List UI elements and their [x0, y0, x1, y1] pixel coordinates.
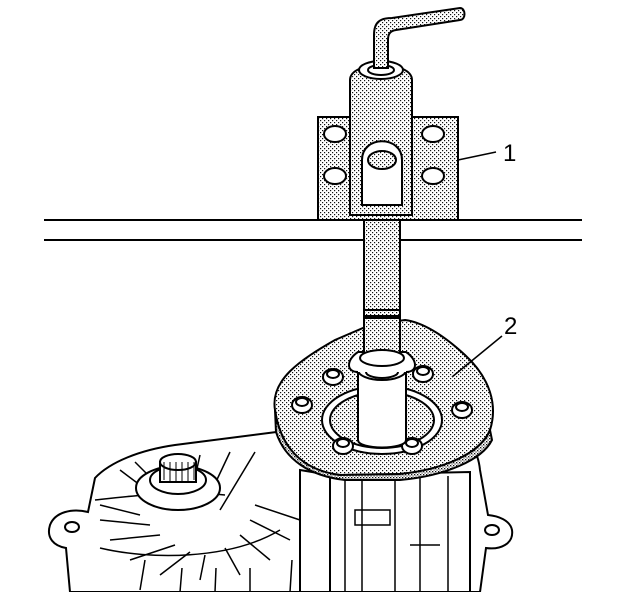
press-ram — [359, 202, 405, 367]
press-table — [44, 219, 582, 241]
callout-2-leader — [451, 335, 503, 378]
callout-1-label: 1 — [503, 140, 516, 167]
callout-2-label: 2 — [504, 313, 517, 340]
transfer-case-housing — [48, 426, 514, 592]
callout-1-leader — [457, 151, 497, 161]
press-plate — [317, 6, 466, 221]
callout-1: 1 — [457, 140, 516, 167]
callout-2: 2 — [451, 313, 517, 378]
adapter-plate — [273, 318, 494, 481]
